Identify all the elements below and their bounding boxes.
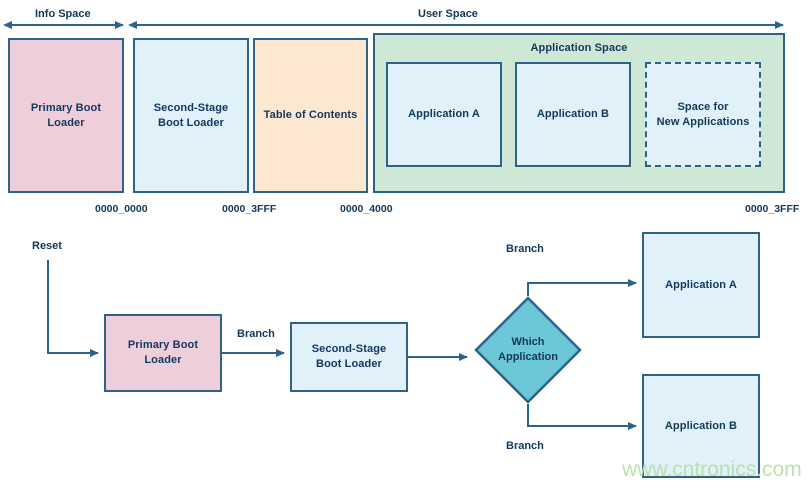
memory-region-application-b: Application B (515, 62, 631, 167)
edge-label-branch-3: Branch (506, 440, 544, 452)
memory-region-primary-boot-loader: Primary Boot Loader (8, 38, 124, 193)
flow-node-application-b-line1: Application B (664, 419, 738, 432)
memory-region-table-of-contents: Table of Contents (253, 38, 368, 193)
memory-region-table-of-contents-line1: Table of Contents (263, 109, 358, 122)
memory-region-primary-boot-loader-line1: Primary Boot (30, 101, 102, 114)
flow-node-primary-boot-loader-line2: Loader (144, 354, 182, 366)
connector-decision-to-application-b (527, 404, 637, 430)
flow-decision-which-application: Which Application (473, 295, 583, 405)
flow-node-primary-boot-loader: Primary Boot Loader (104, 314, 222, 392)
info-space-label: Info Space (35, 8, 91, 20)
connector-reset-to-primary-boot-loader (47, 260, 99, 357)
memory-region-second-stage-boot-loader-line2: Boot Loader (158, 116, 224, 129)
application-space-label: Application Space (530, 42, 628, 54)
flow-node-second-stage-boot-loader: Second-Stage Boot Loader (290, 322, 408, 392)
user-space-label: User Space (418, 8, 478, 20)
flow-node-application-a: Application A (642, 232, 760, 338)
edge-label-branch-2: Branch (506, 243, 544, 255)
memory-region-space-for-new-applications-line1: Space for (677, 100, 729, 113)
memory-region-application-b-line1: Application B (536, 108, 610, 121)
diamond-shape-icon (474, 296, 582, 404)
address-label-1: 0000_3FFF (222, 203, 277, 215)
address-label-2: 0000_4000 (340, 203, 393, 215)
flow-node-second-stage-boot-loader-line2: Boot Loader (316, 358, 382, 370)
memory-region-application-a-line1: Application A (408, 108, 480, 121)
memory-region-space-for-new-applications-line2: New Applications (656, 115, 750, 128)
address-label-3: 0000_3FFF (745, 203, 800, 215)
memory-region-second-stage-boot-loader-line1: Second-Stage (153, 101, 229, 114)
address-label-0: 0000_0000 (95, 203, 148, 215)
flow-node-primary-boot-loader-line1: Primary Boot (127, 339, 199, 352)
memory-region-second-stage-boot-loader: Second-Stage Boot Loader (133, 38, 249, 193)
flow-node-application-b: Application B (642, 374, 760, 478)
reset-label: Reset (32, 240, 62, 252)
flow-node-application-a-line1: Application A (665, 278, 737, 291)
flow-node-second-stage-boot-loader-line1: Second-Stage (311, 343, 387, 356)
watermark-text: www.cntronics.com (622, 458, 802, 481)
memory-region-primary-boot-loader-line2: Loader (47, 116, 85, 129)
memory-region-space-for-new-applications: Space for New Applications (645, 62, 761, 167)
edge-label-branch-1: Branch (237, 328, 275, 340)
memory-region-application-a: Application A (386, 62, 502, 167)
